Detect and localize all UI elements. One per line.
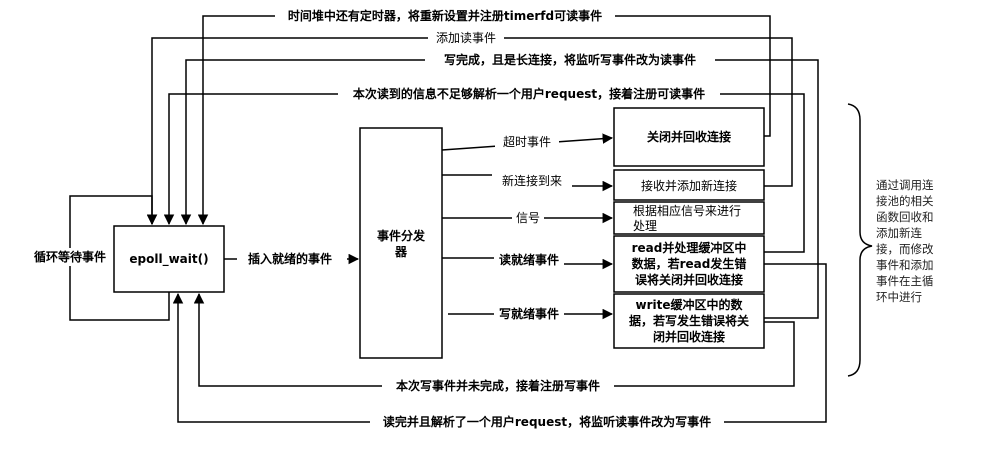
signal-handle-box [613,201,765,235]
read-ready-label: 读就绪事件 [499,252,559,267]
accept-connection-box [613,169,765,201]
read-handle-label-1: read并处理缓冲区中 [632,240,747,255]
event-dispatcher-label-2: 器 [394,245,408,259]
signal-label: 信号 [516,211,540,225]
write-handle-box [613,293,765,349]
write-handle-label-3: 闭并回收连接 [653,329,725,344]
write-handle-label-1: write缓冲区中的数 [636,297,744,312]
read-incomplete-edge [163,93,805,253]
read-handle-box [613,235,765,293]
read-incomplete-label: 本次读到的信息不足够解析一个用户request，接着注册可读事件 [353,86,705,101]
close-connection-box [613,107,765,167]
signal-handle-label-2: 处理 [633,219,657,233]
note-line-1: 通过调用连 [876,178,934,192]
timer-reregister-edge [197,15,771,226]
write-done-keepalive-label: 写完成，且是长连接，将监听写事件改为读事件 [444,52,696,67]
write-incomplete-edge [193,292,795,387]
accept-connection-label: 接收并添加新连接 [641,178,737,193]
curly-brace [847,103,873,377]
insert-ready-label: 插入就绪的事件 [248,251,332,266]
close-connection-label: 关闭并回收连接 [647,129,731,144]
timer-reregister-label: 时间堆中还有定时器，将重新设置并注册timerfd可读事件 [288,8,602,23]
note-line-2: 接池的相关 [876,194,934,208]
event-dispatcher-box [359,127,443,359]
write-handle-label-2: 据，若写发生错误将关 [629,313,749,328]
write-done-keepalive-edge [180,59,819,319]
read-parsed-edge [172,263,827,423]
note-line-3: 函数回收和 [876,210,934,224]
read-handle-label-3: 误将关闭并回收连接 [635,272,743,287]
add-read-label: 添加读事件 [436,31,496,45]
note-line-5: 接，而修改 [876,242,934,256]
signal-handle-label-1: 根据相应信号来进行 [633,203,741,218]
note-line-8: 环中进行 [876,290,922,304]
epoll-wait-box [113,225,225,293]
write-incomplete-label: 本次写事件并未完成，接着注册写事件 [396,378,600,393]
event-dispatcher-label-1: 事件分发 [377,228,426,243]
epoll-wait-label: epoll_wait() [129,252,208,267]
note-line-6: 事件和添加 [876,258,934,272]
note-line-4: 添加新连 [876,226,922,240]
loop-wait-label: 循环等待事件 [34,249,106,264]
read-handle-label-2: 数据，若read发生错 [632,256,747,271]
timeout-label: 超时事件 [503,134,551,149]
note-line-7: 事件在主循 [876,274,934,288]
write-ready-label: 写就绪事件 [499,306,559,321]
new-connection-label: 新连接到来 [502,173,562,188]
read-parsed-label: 读完并且解析了一个用户request，将监听读事件改为写事件 [383,414,711,429]
add-read-edge [146,37,793,226]
